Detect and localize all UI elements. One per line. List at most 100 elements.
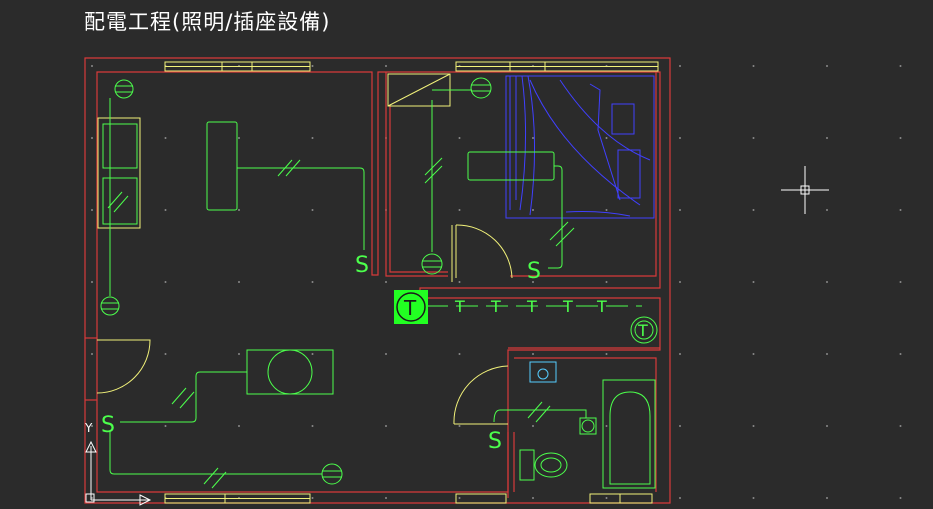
grid-dot <box>458 137 461 139</box>
grid-dot <box>458 209 461 211</box>
grid-dot <box>752 425 755 427</box>
grid-dot <box>238 353 240 355</box>
grid-dot <box>458 353 461 355</box>
light-fixture-living <box>206 121 238 211</box>
sink <box>529 361 557 383</box>
door-entrance <box>96 339 151 394</box>
grid-dot <box>679 65 681 67</box>
grid-dot <box>458 281 461 283</box>
grid-dot <box>532 209 534 211</box>
grid-dot <box>826 281 828 283</box>
grid-dot <box>899 65 902 67</box>
door-bathroom <box>453 365 509 425</box>
drawing-title: 配電工程(照明/插座設備) <box>84 10 331 34</box>
walls[interactable] <box>84 57 671 504</box>
svg-text:T: T <box>562 297 573 316</box>
lamp-bedroom1-top <box>470 77 492 99</box>
grid-dot <box>826 425 828 427</box>
grid-dot <box>458 497 461 499</box>
grid-dot <box>532 353 534 355</box>
grid-dot <box>164 353 167 355</box>
wall-lamp-left <box>100 296 120 316</box>
grid-dot <box>238 137 240 139</box>
grid-dot <box>532 425 534 427</box>
grid-dot <box>91 137 93 139</box>
grid-dot <box>826 65 828 67</box>
grid-dot <box>752 497 755 499</box>
grid-dot <box>164 137 167 139</box>
grid-dot <box>458 425 461 427</box>
window-bottom-right <box>589 493 653 504</box>
grid-dot <box>826 353 828 355</box>
grid-dot <box>752 137 755 139</box>
tv-outlet-right <box>630 316 658 344</box>
grid-dot <box>679 497 681 499</box>
bed[interactable] <box>505 75 655 219</box>
svg-text:T: T <box>454 297 465 316</box>
outer-wall-outline <box>84 57 671 504</box>
ucs-icon <box>85 440 152 506</box>
svg-text:T: T <box>526 297 537 316</box>
tv-outlet-right-label: T <box>637 321 648 340</box>
bathtub <box>602 379 656 489</box>
grid-dot <box>752 353 755 355</box>
grid-dot <box>311 353 314 355</box>
grid-dot <box>164 281 167 283</box>
grid-dot <box>605 353 608 355</box>
svg-text:T: T <box>403 296 417 320</box>
grid-dot <box>385 353 387 355</box>
window-left <box>97 117 141 229</box>
ucs-y-label: Y <box>84 421 93 435</box>
window-seat-bottom <box>102 177 138 225</box>
grid-dot <box>91 281 93 283</box>
grid-dot <box>311 137 314 139</box>
grid-dot <box>311 65 314 67</box>
switch-bedroom2: S <box>527 259 541 284</box>
crosshair-cursor <box>781 166 829 214</box>
grid-dot <box>164 425 167 427</box>
selected-tv-block[interactable]: T <box>394 290 428 324</box>
wall-lamp-top-left <box>114 79 134 99</box>
doors[interactable] <box>96 73 513 425</box>
grid-dot <box>385 281 387 283</box>
bedroom2-lower-wall <box>510 72 657 277</box>
toilet-tank <box>519 449 535 481</box>
grid-dot <box>752 281 755 283</box>
grid-dot <box>826 209 828 211</box>
grid-dot <box>826 497 828 499</box>
grid-dot <box>605 497 608 499</box>
inner-wall-outline <box>96 71 661 493</box>
bedroom1-wall-inner <box>389 106 448 273</box>
windows[interactable] <box>97 61 659 504</box>
grid-dot <box>752 209 755 211</box>
grid-dot <box>679 425 681 427</box>
electrical-layer[interactable] <box>100 74 658 489</box>
lamp-bedroom1-bottom <box>421 253 443 275</box>
grid-dot <box>605 425 608 427</box>
svg-text:T: T <box>490 297 501 316</box>
grid-dot <box>605 209 608 211</box>
grid-dot <box>532 281 534 283</box>
bath-outlet <box>579 417 597 435</box>
grid-dot <box>238 209 240 211</box>
toilet-bowl <box>534 452 568 478</box>
bath-top-wall-inner <box>514 357 657 492</box>
grid-dot <box>605 281 608 283</box>
grid-dot <box>899 425 902 427</box>
grid-dot <box>752 65 755 67</box>
grid-dot <box>311 497 314 499</box>
grid-dot <box>238 281 240 283</box>
grid-dot <box>899 497 902 499</box>
grid-dot <box>679 137 681 139</box>
window-seat-top <box>102 123 138 169</box>
grid-dot <box>532 497 534 499</box>
switch-bathroom: S <box>488 429 502 454</box>
dining-light <box>246 349 334 395</box>
grid-dot <box>605 137 608 139</box>
grid-dot <box>679 281 681 283</box>
window-bottom-mid <box>455 493 507 504</box>
switch-entrance: S <box>101 413 115 438</box>
grid-dot <box>826 137 828 139</box>
